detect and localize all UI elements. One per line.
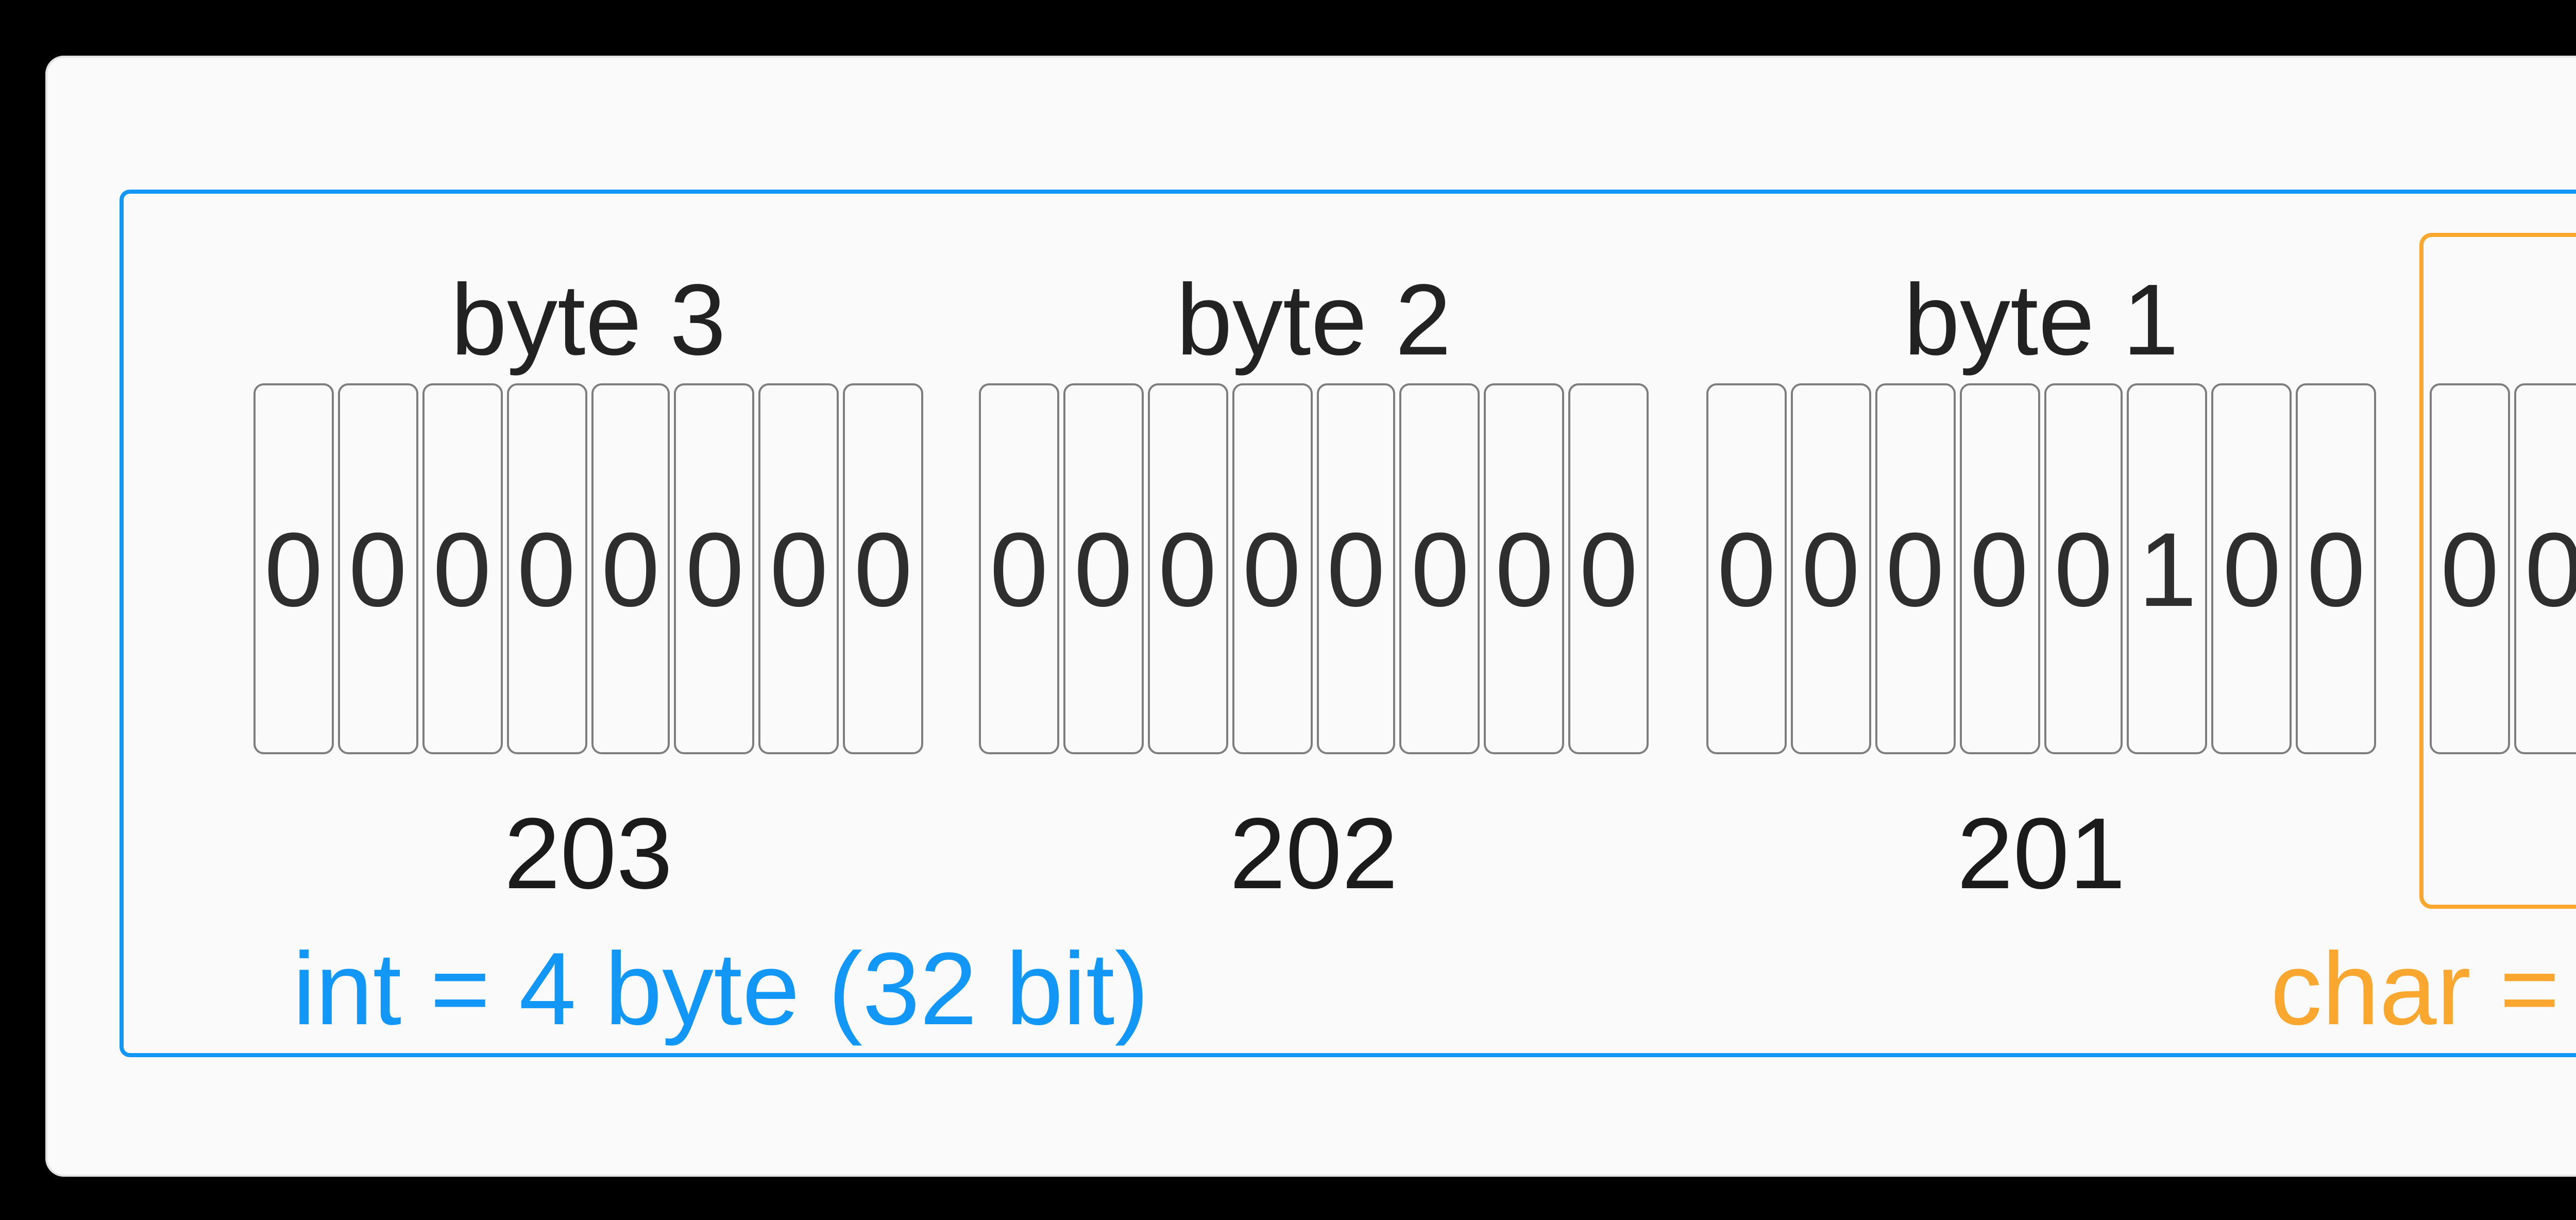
bit-cell: 0: [2043, 383, 2124, 754]
bit-value: 0: [601, 510, 660, 628]
bit-value: 0: [770, 510, 828, 628]
bit-value: 0: [854, 510, 913, 628]
bit-value: 0: [1801, 510, 1860, 628]
bit-cell: 0: [979, 383, 1059, 754]
bit-value: 0: [2223, 510, 2281, 628]
annotation-row: int = 4 byte (32 bit) char = 1 byte (8bi…: [293, 931, 2576, 1049]
bit-value: 0: [1327, 510, 1385, 628]
bit-cell: 0: [1790, 383, 1871, 754]
bit-cell: 0: [337, 383, 418, 754]
bit-cell: 0: [1063, 383, 1143, 754]
bit-cell: 0: [674, 383, 755, 754]
byte-address: 203: [504, 800, 673, 911]
bit-cell: 0: [2212, 383, 2292, 754]
byte-label: byte 2: [1176, 266, 1451, 377]
bit-cell: 0: [1484, 383, 1565, 754]
bit-value: 0: [264, 510, 323, 628]
bit-value: 0: [433, 510, 492, 628]
byte-address: 201: [1957, 800, 2126, 911]
bit-cell: 0: [1400, 383, 1480, 754]
bit-value: 0: [2525, 508, 2576, 630]
bit-cell: 1: [2127, 383, 2208, 754]
bit-cell: 0: [590, 383, 671, 754]
bit-cell: 0: [1568, 383, 1649, 754]
int-annotation: int = 4 byte (32 bit): [293, 931, 1149, 1047]
bit-cell: 0: [253, 383, 334, 754]
byte-address: 202: [1229, 800, 1398, 911]
bit-value: 0: [348, 510, 408, 628]
bit-cell: 0: [506, 383, 586, 754]
bit-cell: 0: [2296, 383, 2376, 754]
bit-cell: 0: [1706, 383, 1787, 754]
byte-label: byte 3: [451, 266, 726, 377]
bit-value: 0: [2307, 510, 2366, 628]
char-annotation: char = 1 byte (8bit): [2270, 931, 2576, 1047]
bit-value: 0: [1074, 510, 1133, 628]
bit-cell: 0: [1875, 383, 1955, 754]
bit-value: 0: [1970, 510, 2029, 628]
bit-value: 0: [2054, 510, 2113, 628]
bit-value: 0: [1158, 510, 1217, 628]
bit-value: 0: [1717, 510, 1776, 628]
bit-value: 0: [1886, 510, 1944, 628]
bit-value: 0: [685, 510, 744, 628]
bit-value: 0: [1242, 510, 1301, 628]
bit-value: 0: [1495, 510, 1554, 628]
bit-cell: 0: [843, 383, 923, 754]
bit-cell: 0: [759, 383, 839, 754]
byte-label: byte 1: [1904, 266, 2179, 377]
bit-value: 0: [1579, 510, 1638, 628]
bit-cell: 0: [2514, 383, 2576, 754]
bit-value: 0: [517, 510, 576, 628]
bit-cell: 0: [2430, 383, 2510, 754]
byte-group-byte-0: byte 0 00000001 200: [2430, 264, 2576, 915]
bit-cell: 0: [422, 383, 502, 754]
bit-value: 0: [990, 510, 1048, 628]
bit-cells: 00000001: [2430, 383, 2576, 754]
bit-value: 0: [1411, 510, 1470, 628]
bit-value: 0: [2441, 510, 2499, 628]
bit-cell: 0: [1959, 383, 2039, 754]
bit-cell: 0: [1231, 383, 1312, 754]
bit-value: 1: [2138, 510, 2197, 628]
bit-cell: 0: [1147, 383, 1228, 754]
bit-cell: 0: [1316, 383, 1396, 754]
